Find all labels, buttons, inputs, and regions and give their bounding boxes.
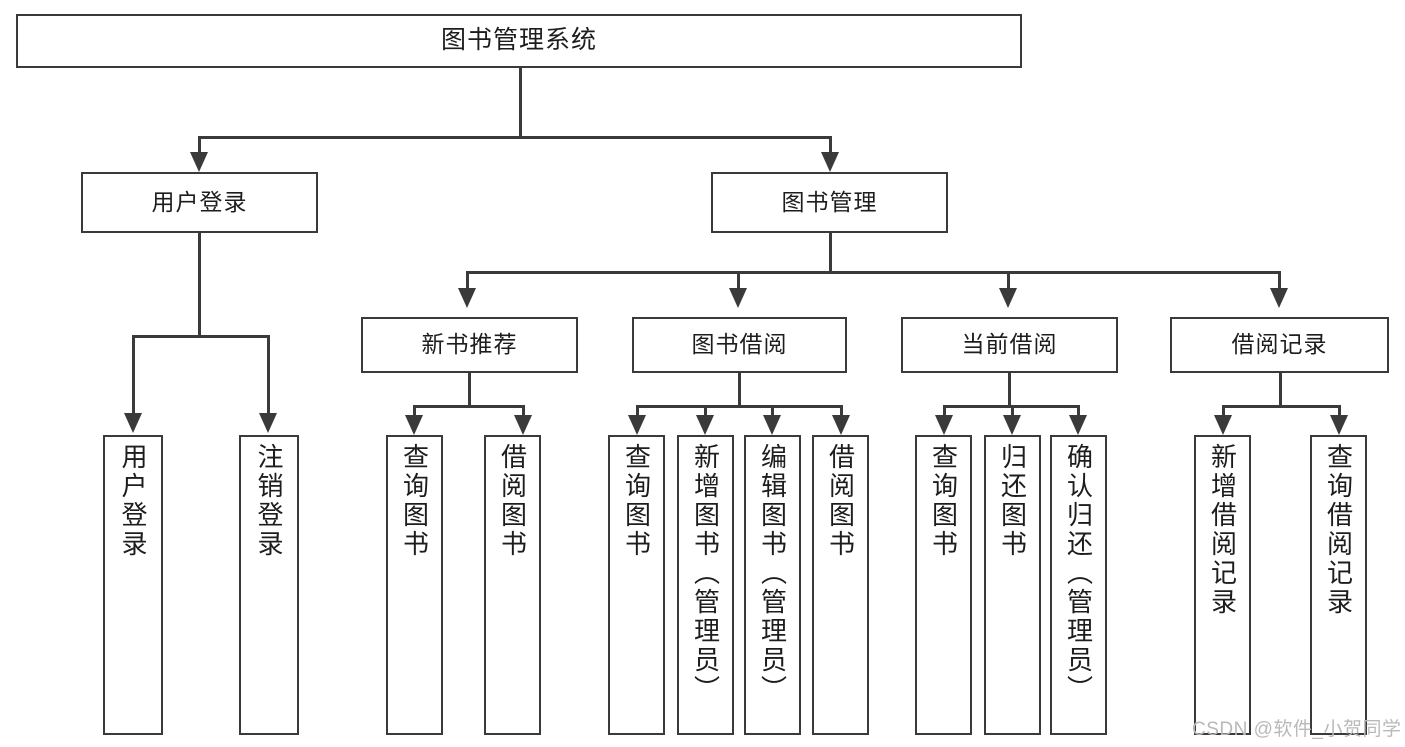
arrow-current-l3 — [1069, 415, 1087, 435]
connector-record-l1 — [1222, 405, 1225, 419]
connector-recommend-l1 — [413, 405, 416, 419]
leaf-borrow-add-book[interactable]: 新增图书（管理员） — [677, 435, 734, 735]
connector-borrow-l3 — [771, 405, 774, 419]
node-current-borrow-label: 当前借阅 — [961, 331, 1058, 358]
arrow-root-to-bookmgmt — [821, 152, 839, 172]
connector-borrow-l1 — [636, 405, 639, 419]
connector-borrow-bus — [636, 405, 842, 408]
connector-bookmgmt-bus — [466, 271, 1280, 274]
leaf-user-login[interactable]: 用户登录 — [103, 435, 163, 735]
arrow-bookmgmt-c4 — [1270, 288, 1288, 308]
arrow-login-leaf1 — [124, 413, 142, 433]
node-user-login-label: 用户登录 — [151, 188, 248, 215]
connector-current-l3 — [1077, 405, 1080, 419]
connector-login-down — [198, 233, 201, 335]
connector-login-leaf1 — [132, 335, 135, 417]
connector-borrow-down — [738, 373, 741, 407]
connector-current-down — [1008, 373, 1011, 407]
arrow-recommend-l2 — [514, 415, 532, 435]
leaf-borrow-add-book-label: 新增图书（管理员） — [690, 443, 721, 704]
leaf-borrow-borrow-book[interactable]: 借阅图书 — [812, 435, 869, 735]
leaf-record-query-label: 查询借阅记录 — [1323, 443, 1354, 617]
arrow-bookmgmt-c1 — [458, 288, 476, 308]
leaf-record-query[interactable]: 查询借阅记录 — [1310, 435, 1367, 735]
arrow-borrow-l4 — [832, 415, 850, 435]
node-root[interactable]: 图书管理系统 — [16, 14, 1022, 68]
connector-root-to-bookmgmt — [829, 136, 832, 158]
arrow-borrow-l3 — [763, 415, 781, 435]
leaf-current-confirm-return[interactable]: 确认归还（管理员） — [1050, 435, 1107, 735]
node-book-management-label: 图书管理 — [781, 188, 878, 215]
connector-recommend-bus — [413, 405, 525, 408]
arrow-bookmgmt-c2 — [729, 288, 747, 308]
connector-record-l2 — [1338, 405, 1341, 419]
arrow-borrow-l1 — [628, 415, 646, 435]
connector-borrow-l4 — [840, 405, 843, 419]
leaf-user-login-label: 用户登录 — [118, 443, 148, 559]
node-borrow-record[interactable]: 借阅记录 — [1170, 317, 1389, 373]
leaf-recommend-query-book-label: 查询图书 — [399, 443, 430, 559]
leaf-recommend-borrow-book[interactable]: 借阅图书 — [484, 435, 541, 735]
connector-bookmgmt-c1 — [466, 271, 469, 291]
connector-bookmgmt-c2 — [737, 271, 740, 291]
node-current-borrow[interactable]: 当前借阅 — [901, 317, 1118, 373]
connector-root-to-login — [198, 136, 201, 158]
arrow-root-to-login — [190, 152, 208, 172]
arrow-current-l2 — [1003, 415, 1021, 435]
connector-bookmgmt-c4 — [1278, 271, 1281, 291]
arrow-recommend-l1 — [405, 415, 423, 435]
connector-bookmgmt-c3 — [1007, 271, 1010, 291]
arrow-current-l1 — [935, 415, 953, 435]
connector-login-leaf2 — [267, 335, 270, 417]
leaf-recommend-query-book[interactable]: 查询图书 — [386, 435, 443, 735]
connector-record-down — [1279, 373, 1282, 407]
arrow-borrow-l2 — [696, 415, 714, 435]
watermark: CSDN @软件_小贺同学 — [1192, 719, 1402, 740]
arrow-login-leaf2 — [259, 413, 277, 433]
leaf-logout-label: 注销登录 — [254, 443, 284, 559]
connector-recommend-down — [468, 373, 471, 407]
connector-current-l1 — [943, 405, 946, 419]
leaf-record-add-label: 新增借阅记录 — [1207, 443, 1238, 617]
leaf-borrow-query-book[interactable]: 查询图书 — [608, 435, 665, 735]
connector-bookmgmt-down — [829, 233, 832, 273]
leaf-logout[interactable]: 注销登录 — [239, 435, 299, 735]
node-root-label: 图书管理系统 — [440, 26, 597, 55]
connector-root-down — [519, 68, 522, 136]
node-user-login[interactable]: 用户登录 — [81, 172, 318, 233]
connector-borrow-l2 — [704, 405, 707, 419]
connector-login-bus — [132, 335, 269, 338]
leaf-current-query-book-label: 查询图书 — [928, 443, 959, 559]
leaf-current-query-book[interactable]: 查询图书 — [915, 435, 972, 735]
node-book-management[interactable]: 图书管理 — [711, 172, 948, 233]
arrow-record-l2 — [1330, 415, 1348, 435]
leaf-record-add[interactable]: 新增借阅记录 — [1194, 435, 1251, 735]
leaf-current-confirm-return-label: 确认归还（管理员） — [1063, 443, 1094, 704]
leaf-borrow-edit-book-label: 编辑图书（管理员） — [757, 443, 788, 704]
node-borrow-record-label: 借阅记录 — [1231, 331, 1328, 358]
arrow-bookmgmt-c3 — [999, 288, 1017, 308]
connector-root-bus — [198, 136, 832, 139]
node-book-borrow[interactable]: 图书借阅 — [632, 317, 847, 373]
leaf-borrow-query-book-label: 查询图书 — [621, 443, 652, 559]
node-new-book-recommend-label: 新书推荐 — [421, 331, 518, 358]
node-book-borrow-label: 图书借阅 — [691, 331, 788, 358]
connector-recommend-l2 — [522, 405, 525, 419]
connector-record-bus — [1222, 405, 1341, 408]
leaf-borrow-edit-book[interactable]: 编辑图书（管理员） — [744, 435, 801, 735]
leaf-current-return-book[interactable]: 归还图书 — [984, 435, 1041, 735]
connector-current-l2 — [1011, 405, 1014, 419]
leaf-recommend-borrow-book-label: 借阅图书 — [497, 443, 528, 559]
leaf-current-return-book-label: 归还图书 — [997, 443, 1028, 559]
leaf-borrow-borrow-book-label: 借阅图书 — [825, 443, 856, 559]
node-new-book-recommend[interactable]: 新书推荐 — [361, 317, 578, 373]
arrow-record-l1 — [1214, 415, 1232, 435]
